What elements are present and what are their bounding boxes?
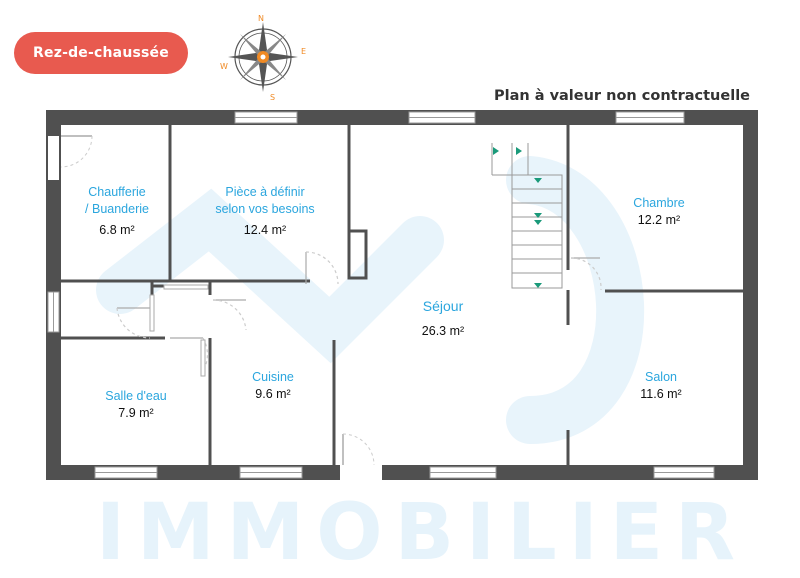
compass-n: N [258,14,264,23]
room-area: 9.6 m² [255,387,291,401]
exterior-walls [46,110,758,480]
floor-badge: Rez-de-chaussée [14,32,188,74]
windows [47,111,715,479]
compass-e: E [301,47,306,56]
room-name: Cuisine [252,370,294,384]
compass-rose-icon: N E S W [220,14,306,102]
room-area: 26.3 m² [421,324,465,338]
room-chambre: Chambre 12.2 m² [633,195,684,229]
room-area: 6.8 m² [99,223,135,237]
room-name: Chambre [633,196,685,210]
room-name: Pièce à définir selon vos besoins [215,185,315,216]
compass-w: W [220,62,228,71]
room-name: Séjour [422,298,464,314]
room-area: 7.9 m² [118,406,154,420]
room-sejour: Séjour 26.3 m² [422,297,464,341]
floor-plan [46,110,758,480]
compass-s: S [270,93,275,102]
room-piece-a-definir: Pièce à définir selon vos besoins 12.4 m… [215,184,314,239]
room-name: Salle d'eau [105,389,167,403]
room-name: Salon [645,370,677,384]
watermark-text: IMMOBILIER [96,488,748,578]
room-area: 12.4 m² [243,223,287,237]
staircase [491,143,563,289]
room-salle-deau: Salle d'eau 7.9 m² [105,388,166,422]
room-chaufferie: Chaufferie / Buanderie 6.8 m² [85,184,149,239]
disclaimer-text: Plan à valeur non contractuelle [493,88,750,104]
room-salon: Salon 11.6 m² [640,369,681,403]
room-name: Chaufferie / Buanderie [85,185,149,216]
watermark-logo [96,156,644,444]
room-cuisine: Cuisine 9.6 m² [252,369,294,403]
interior-walls [61,125,743,465]
room-area: 12.2 m² [637,213,681,227]
room-area: 11.6 m² [640,387,682,401]
